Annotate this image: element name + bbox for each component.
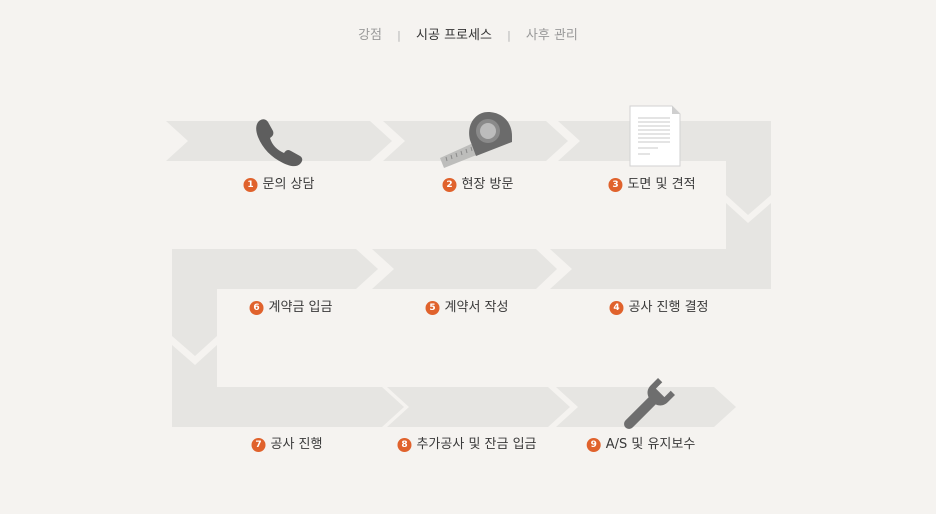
step-label: 도면 및 견적 <box>627 177 696 192</box>
flow-chevron <box>172 387 404 427</box>
step-label: 계약금 입금 <box>268 300 333 315</box>
phone-icon <box>256 119 303 167</box>
tab-construction-process[interactable]: 시공 프로세스 <box>416 28 492 43</box>
step-number-badge: 2 <box>442 178 457 192</box>
step-5: 5 계약서 작성 <box>425 298 509 318</box>
step-label: 계약서 작성 <box>444 300 509 315</box>
flow-connector <box>172 249 217 356</box>
tab-separator: | <box>397 29 401 42</box>
step-number-badge: 9 <box>586 438 601 452</box>
step-number-badge: 4 <box>609 301 624 315</box>
step-number-badge: 5 <box>425 301 440 315</box>
step-4: 4 공사 진행 결정 <box>609 298 709 318</box>
step-6: 6 계약금 입금 <box>249 298 333 318</box>
step-9: 9 A/S 및 유지보수 <box>586 435 696 455</box>
step-1: 1 문의 상담 <box>243 175 315 195</box>
flow-chevron <box>387 387 570 427</box>
document-icon <box>629 105 681 167</box>
step-label: 추가공사 및 잔금 입금 <box>416 437 537 452</box>
step-label: 문의 상담 <box>262 177 315 192</box>
flow-chevron <box>166 121 392 161</box>
step-number-badge: 7 <box>251 438 266 452</box>
tab-separator: | <box>507 29 511 42</box>
step-number-badge: 6 <box>249 301 264 315</box>
step-number-badge: 8 <box>397 438 412 452</box>
process-tabs: 강점 | 시공 프로세스 | 사후 관리 <box>0 24 936 43</box>
step-number-badge: 1 <box>243 178 258 192</box>
flow-connector <box>726 121 771 215</box>
step-8: 8 추가공사 및 잔금 입금 <box>397 435 537 455</box>
flow-chevron <box>550 249 771 289</box>
tab-after-service[interactable]: 사후 관리 <box>525 28 578 43</box>
step-label: 공사 진행 결정 <box>628 300 709 315</box>
step-3: 3 도면 및 견적 <box>608 175 696 195</box>
step-number-badge: 3 <box>608 178 623 192</box>
tape-measure-icon <box>440 112 512 168</box>
tab-strengths[interactable]: 강점 <box>358 28 383 43</box>
step-2: 2 현장 방문 <box>442 175 514 195</box>
step-label: 공사 진행 <box>270 437 323 452</box>
step-label: 현장 방문 <box>461 177 514 192</box>
step-label: A/S 및 유지보수 <box>605 437 696 452</box>
flow-chevron <box>372 249 557 289</box>
step-7: 7 공사 진행 <box>251 435 323 455</box>
wrench-icon <box>624 378 675 429</box>
flow-chevron <box>172 249 378 289</box>
